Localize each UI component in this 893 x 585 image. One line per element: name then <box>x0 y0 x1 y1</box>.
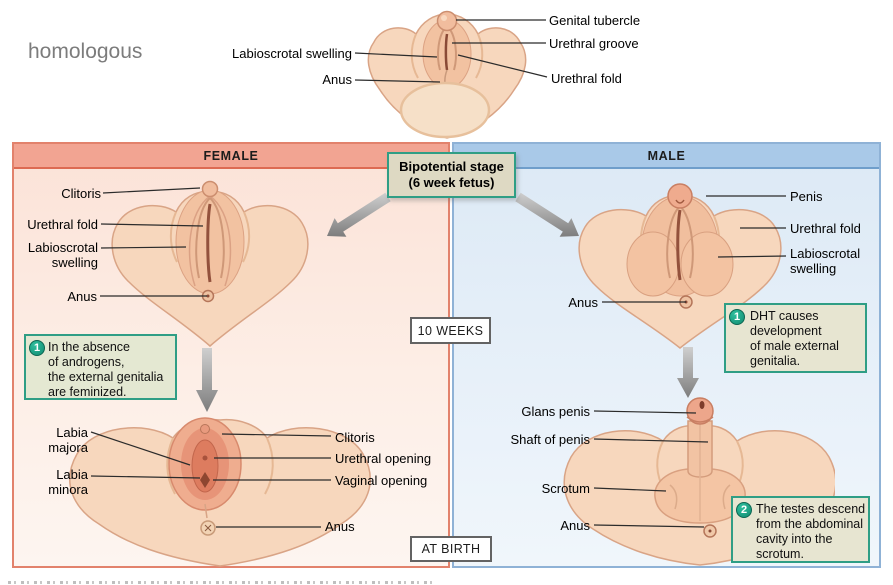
male-urethral-fold-label: Urethral fold <box>790 221 861 236</box>
female-callout-1: 1 In the absence of androgens, the exter… <box>24 334 177 400</box>
male-anus-label: Anus <box>568 295 598 310</box>
female-birth-anus-label: Anus <box>325 519 355 534</box>
labia-minora-label: Labia minora <box>48 467 88 497</box>
callout-text-line: DHT causes <box>750 309 819 323</box>
female-anus-label: Anus <box>67 289 97 304</box>
birth-clitoris-label: Clitoris <box>335 430 375 445</box>
callout-number-badge: 1 <box>29 340 45 356</box>
labioscrotal-swelling-top-label: Labioscrotal swelling <box>232 46 352 61</box>
callout-number-badge: 2 <box>736 502 752 518</box>
callout-text-line: of male external <box>750 339 839 353</box>
cropped-caption-remnant <box>8 581 432 584</box>
shaft-of-penis-label: Shaft of penis <box>510 432 591 447</box>
female-header-label: FEMALE <box>203 148 259 163</box>
labia-majora-label: Labia majora <box>48 425 88 455</box>
callout-text-line: from the abdominal <box>756 517 864 531</box>
vaginal-opening-label: Vaginal opening <box>335 473 428 488</box>
callout-text-line: The testes descend <box>756 502 866 516</box>
male-penis-label: Penis <box>790 189 823 204</box>
genital-tubercle-label: Genital tubercle <box>549 13 641 28</box>
callout-text-line: scrotum. <box>756 547 804 561</box>
callout-number-badge: 1 <box>729 309 745 325</box>
urethral-fold-top-label: Urethral fold <box>551 71 622 86</box>
male-callout-2: 2 The testes descend from the abdominal … <box>731 496 870 563</box>
scrotum-label: Scrotum <box>541 481 590 496</box>
anus-top-label: Anus <box>322 72 352 87</box>
female-panel-header: FEMALE <box>14 144 448 169</box>
male-header-label: MALE <box>647 148 686 163</box>
bipotential-stage-box: Bipotential stage (6 week fetus) <box>387 152 516 198</box>
male-birth-anus-label: Anus <box>560 518 590 533</box>
urethral-groove-label: Urethral groove <box>549 36 639 51</box>
female-clitoris-label: Clitoris <box>61 186 101 201</box>
at-birth-label: AT BIRTH <box>421 542 481 556</box>
male-callout-1: 1 DHT causes development of male externa… <box>724 303 867 373</box>
callout-text-line: development <box>750 324 822 338</box>
callout-text-line: In the absence <box>48 340 131 354</box>
homologous-annotation: homologous <box>28 40 143 63</box>
ten-weeks-label: 10 WEEKS <box>417 323 484 338</box>
callout-text-line: the external genitalia <box>48 370 164 384</box>
male-panel-header: MALE <box>454 144 879 169</box>
ten-weeks-marker: 10 WEEKS <box>410 317 491 344</box>
bipotential-stage-title: Bipotential stage <box>399 159 504 174</box>
glans-penis-label: Glans penis <box>521 404 590 419</box>
urethral-opening-label: Urethral opening <box>335 451 432 466</box>
bipotential-genitalia-illustration <box>367 10 527 139</box>
female-10-week-illustration <box>111 180 309 347</box>
callout-text-line: are feminized. <box>48 385 127 399</box>
callout-text-line: of androgens, <box>48 355 125 369</box>
callout-text-line: cavity into the <box>756 532 833 546</box>
callout-text-line: genitalia. <box>750 354 801 368</box>
bipotential-stage-subtitle: (6 week fetus) <box>408 175 495 190</box>
male-labioscrotal-swelling-label: Labioscrotal swelling <box>790 246 861 276</box>
female-urethral-fold-label: Urethral fold <box>27 217 98 232</box>
female-labioscrotal-swelling-label: Labioscrotal swelling <box>27 240 98 270</box>
at-birth-marker: AT BIRTH <box>410 536 492 562</box>
